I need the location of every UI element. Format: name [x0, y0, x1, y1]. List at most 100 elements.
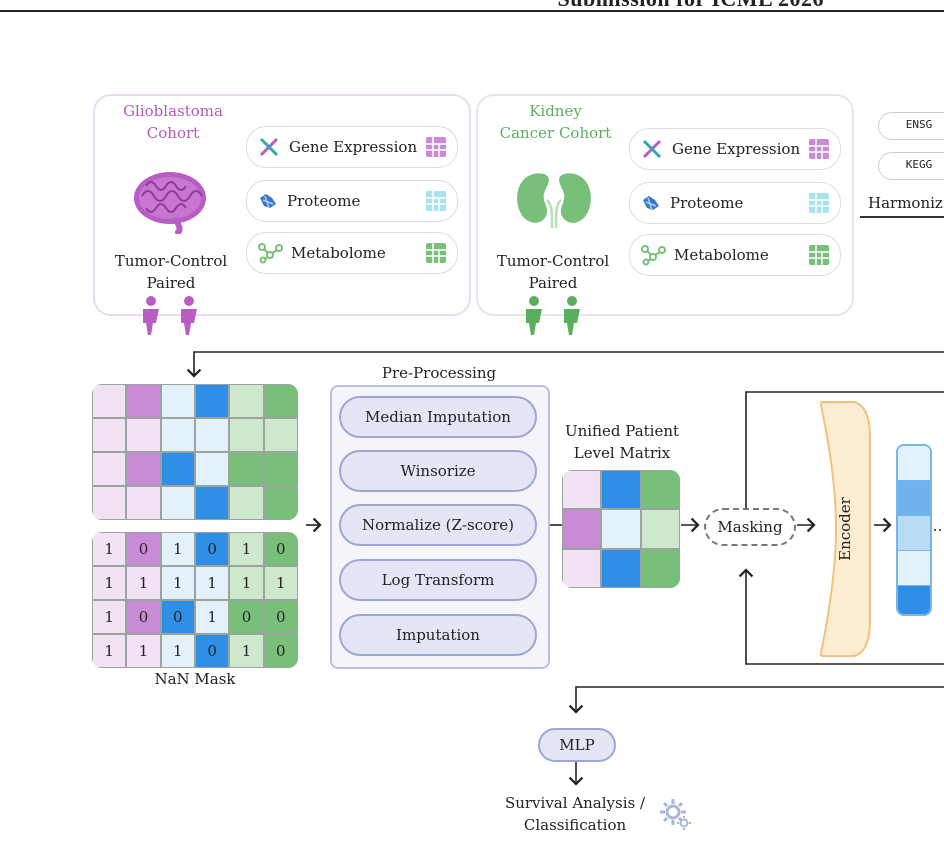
matrix-cell — [229, 486, 264, 520]
matrix-cell — [195, 486, 230, 520]
glioblastoma-cohort-title: Glioblastoma Cohort — [123, 102, 223, 142]
protein-icon — [643, 196, 659, 211]
matrix-cell — [562, 470, 602, 510]
mask-cell: 1 — [126, 566, 161, 600]
imputation-step: Imputation — [339, 614, 537, 656]
patient-pair-icon — [526, 296, 580, 335]
mask-cell: 1 — [92, 600, 127, 634]
mask-cell: 1 — [92, 634, 127, 668]
matrix-cell — [640, 548, 680, 588]
matrix-cell — [160, 486, 195, 520]
matrix-cell — [263, 486, 298, 520]
glioblastoma-gene-expression-pill: Gene Expression — [246, 126, 458, 168]
matrix-cell — [263, 384, 298, 418]
mask-cell: 0 — [263, 532, 298, 566]
preprocessing-title: Pre-Processing — [381, 364, 497, 382]
mask-cell: 1 — [160, 532, 195, 566]
matrix-cell — [126, 452, 161, 486]
matrix-cell — [195, 384, 230, 418]
kegg-tag: KEGG — [878, 152, 944, 180]
mask-cell: 0 — [160, 600, 195, 634]
matrix-cell — [640, 470, 680, 510]
table-icon — [426, 243, 446, 263]
mask-cell: 1 — [229, 566, 264, 600]
matrix-cell — [195, 452, 230, 486]
mask-cell: 1 — [126, 634, 161, 668]
output-label: Survival Analysis / Classification — [504, 794, 646, 834]
mlp-node: MLP — [538, 728, 616, 762]
matrix-cell — [601, 470, 641, 510]
matrix-cell — [126, 418, 161, 452]
kidney-gene-expression-pill: Gene Expression — [629, 128, 841, 170]
mask-cell: 0 — [195, 532, 230, 566]
matrix-cell — [92, 418, 127, 452]
harmonize-label: Harmoniz — [868, 194, 943, 212]
unified-matrix-label: Unified Patient Level Matrix — [564, 422, 680, 462]
mask-cell: 1 — [229, 532, 264, 566]
log-transform-step: Log Transform — [339, 559, 537, 601]
gear-icon — [660, 799, 691, 830]
mask-cell: 0 — [126, 600, 161, 634]
matrix-cell — [92, 486, 127, 520]
table-icon — [809, 193, 829, 213]
kidney-metabolome-pill: Metabolome — [629, 234, 841, 276]
mask-cell: 1 — [195, 600, 230, 634]
matrix-cell — [126, 384, 161, 418]
table-icon — [426, 137, 446, 157]
matrix-cell — [160, 418, 195, 452]
matrix-cell — [92, 384, 127, 418]
encoder-block — [820, 401, 871, 657]
matrix-cell — [229, 384, 264, 418]
matrix-cell — [229, 418, 264, 452]
matrix-cell — [263, 452, 298, 486]
matrix-cell — [229, 452, 264, 486]
mask-cell: 0 — [195, 634, 230, 668]
brain-icon — [134, 172, 206, 234]
glioblastoma-metabolome-pill: Metabolome — [246, 232, 458, 274]
matrix-cell — [160, 384, 195, 418]
table-icon — [809, 245, 829, 265]
matrix-cell — [562, 509, 602, 549]
latent-vector — [896, 444, 932, 616]
median-imputation-step: Median Imputation — [339, 396, 537, 438]
nan-mask-label: NaN Mask — [154, 670, 236, 688]
glioblastoma-paired-label: Tumor-Control Paired — [114, 252, 228, 292]
page-header-title: Submission for ICML 2026 — [0, 0, 944, 12]
normalize-step: Normalize (Z-score) — [339, 504, 537, 546]
mask-cell: 1 — [92, 532, 127, 566]
masking-node: Masking — [704, 508, 796, 546]
dna-icon — [642, 139, 662, 159]
molecule-icon — [258, 243, 283, 264]
matrix-cell — [92, 452, 127, 486]
mask-cell: 1 — [92, 566, 127, 600]
mask-cell: 0 — [126, 532, 161, 566]
winsorize-step: Winsorize — [339, 450, 537, 492]
matrix-cell — [195, 418, 230, 452]
mask-cell: 1 — [195, 566, 230, 600]
mask-cell: 1 — [160, 566, 195, 600]
mask-cell: 1 — [160, 634, 195, 668]
kidney-cohort-title: Kidney Cancer Cohort — [499, 102, 612, 142]
table-icon — [426, 191, 446, 211]
dna-icon — [259, 137, 279, 157]
kidney-proteome-pill: Proteome — [629, 182, 841, 224]
header-rule — [0, 10, 944, 12]
glioblastoma-proteome-pill: Proteome — [246, 180, 458, 222]
matrix-cell — [640, 509, 680, 549]
table-icon — [809, 139, 829, 159]
harmonize-underline — [860, 216, 944, 218]
mask-cell: 0 — [263, 600, 298, 634]
mask-cell: 1 — [229, 634, 264, 668]
matrix-cell — [601, 509, 641, 549]
encoder-label: Encoder — [836, 497, 854, 561]
mask-cell: 1 — [263, 566, 298, 600]
unified-patient-matrix — [562, 470, 680, 588]
matrix-cell — [263, 418, 298, 452]
matrix-cell — [160, 452, 195, 486]
raw-data-matrix — [92, 384, 298, 520]
patient-pair-icon — [143, 296, 197, 335]
kidney-paired-label: Tumor-Control Paired — [496, 252, 610, 292]
matrix-cell — [126, 486, 161, 520]
